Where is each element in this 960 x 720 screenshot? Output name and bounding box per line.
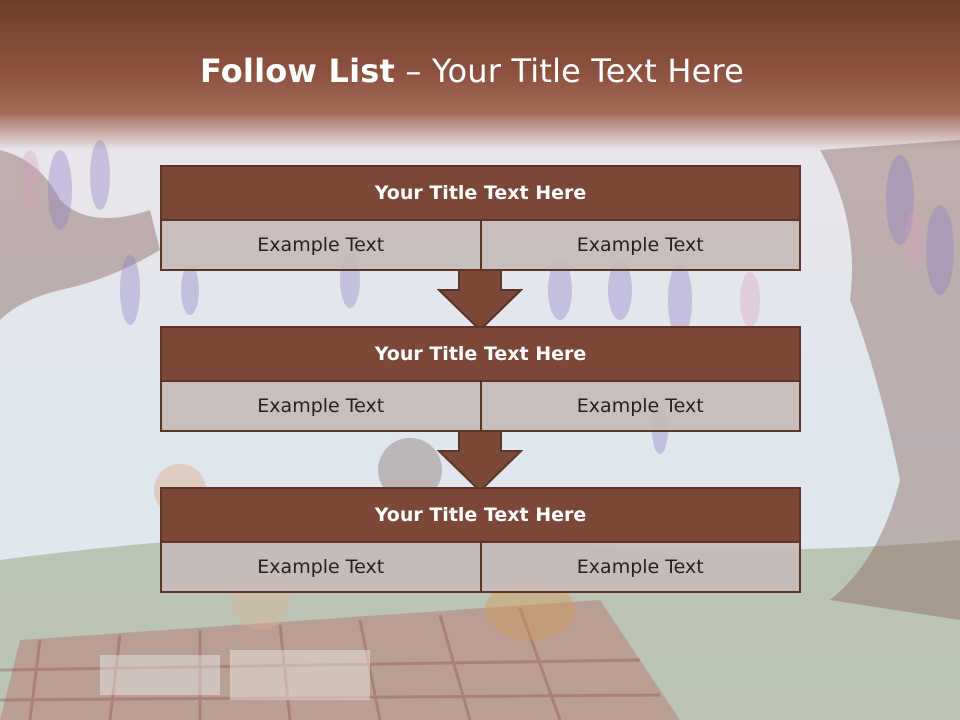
step-cell-left: Example Text (160, 543, 482, 593)
slide-title-separator: – (405, 52, 422, 90)
step-cell-right: Example Text (481, 382, 801, 432)
title-bar (0, 0, 960, 150)
down-arrow-icon (437, 270, 523, 332)
slide-title-bold: Follow List (199, 52, 396, 90)
step-header: Your Title Text Here (160, 487, 801, 543)
step-block-2: Your Title Text Here Example Text Exampl… (160, 326, 801, 432)
step-row: Example Text Example Text (160, 543, 801, 593)
slide-title-rest: Your Title Text Here (432, 52, 745, 90)
step-header: Your Title Text Here (160, 326, 801, 382)
step-row: Example Text Example Text (160, 221, 801, 271)
step-block-3: Your Title Text Here Example Text Exampl… (160, 487, 801, 593)
step-cell-left: Example Text (160, 382, 482, 432)
step-block-1: Your Title Text Here Example Text Exampl… (160, 165, 801, 271)
step-row: Example Text Example Text (160, 382, 801, 432)
step-cell-right: Example Text (481, 543, 801, 593)
down-arrow-icon (437, 431, 523, 493)
step-cell-left: Example Text (160, 221, 482, 271)
step-header: Your Title Text Here (160, 165, 801, 221)
slide-title: Follow List – Your Title Text Here (0, 52, 944, 90)
step-cell-right: Example Text (481, 221, 801, 271)
